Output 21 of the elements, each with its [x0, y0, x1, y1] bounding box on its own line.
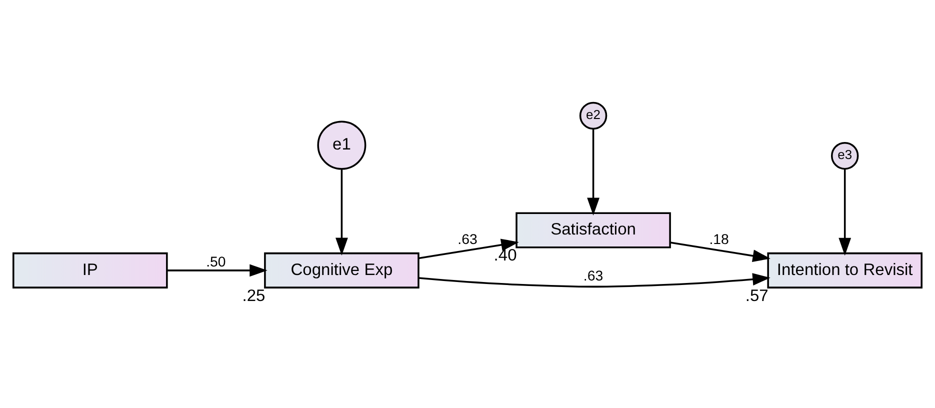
node-label: .25: [242, 286, 266, 305]
node-box: IP: [12, 252, 168, 288]
arrow: [418, 238, 519, 260]
node-box: Cognitive Exp: [264, 252, 420, 288]
edge-label: .18: [709, 232, 729, 248]
node-box: Intention to Revisit: [767, 252, 922, 288]
node-label: .57: [745, 286, 768, 305]
node-label: .40: [494, 246, 517, 265]
arrow: [167, 264, 268, 277]
arrow: [838, 169, 852, 256]
arrow: [336, 169, 348, 256]
edge-label: .50: [206, 254, 226, 270]
arrow: [418, 273, 770, 288]
edge-label: .63: [458, 232, 478, 248]
node-box: Satisfaction: [516, 212, 671, 248]
arrow: [670, 242, 770, 262]
node-circle: e2: [579, 102, 608, 130]
edge-label: .63: [583, 268, 604, 285]
arrow: [587, 129, 600, 216]
node-circle: e1: [317, 120, 366, 170]
node-circle: e3: [830, 142, 859, 170]
